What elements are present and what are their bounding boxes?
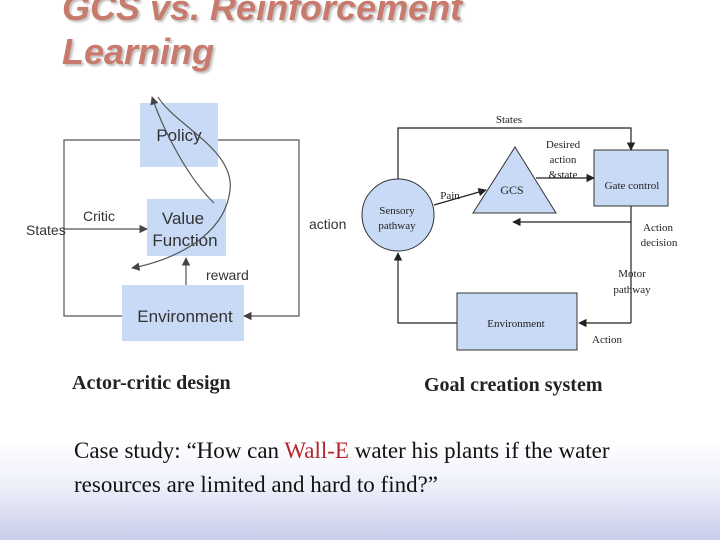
pain-arrow [433, 188, 487, 206]
environment-box [122, 285, 244, 341]
desired-label-3: &state [549, 169, 578, 181]
gate-control-label: Gate control [605, 180, 660, 192]
gcs-diagram: States Desired action &state GCS Pain Se… [361, 114, 678, 351]
environment-label-gcs: Environment [487, 318, 544, 330]
action-label-left: action [309, 216, 346, 232]
critic-curve [131, 96, 231, 271]
value-label-1: Value [162, 209, 204, 228]
action-decision-label-2: decision [641, 237, 678, 249]
actor-critic-caption: Actor-critic design [72, 372, 231, 394]
environment-feedback-line [393, 252, 457, 324]
states-loop-line [63, 139, 140, 317]
states-top-line [397, 127, 636, 179]
critic-label: Critic [83, 208, 115, 224]
actor-critic-diagram: Policy Value Function Environment Critic… [26, 96, 346, 341]
policy-curve-top [150, 96, 215, 204]
sensory-label-2: pathway [378, 220, 416, 232]
action-decision-label-1: Action [643, 222, 673, 234]
title-line-1: GCS vs. Reinforcement [62, 0, 463, 28]
environment-box-gcs [456, 292, 578, 351]
sensory-label-1: Sensory [379, 205, 415, 217]
states-label-left: States [26, 222, 66, 238]
desired-label-2: action [550, 154, 577, 166]
case-study-suffix: water his plants if the water resources … [74, 438, 610, 497]
gcs-label: GCS [500, 183, 523, 197]
environment-label: Environment [137, 307, 233, 326]
case-study-text: Case study: “How can Wall-E water his pl… [74, 434, 674, 502]
gcs-caption: Goal creation system [424, 374, 603, 396]
action-loop-line [218, 139, 300, 321]
slide-title: GCS vs. Reinforcement Learning [62, 0, 462, 74]
gate-control-box [593, 149, 669, 207]
value-label-2: Function [152, 231, 217, 250]
policy-label: Policy [156, 126, 202, 145]
wall-e-highlight: Wall-E [284, 438, 349, 463]
title-line-2: Learning [62, 31, 215, 72]
footer-gradient [0, 440, 720, 540]
action-label-right: Action [592, 334, 622, 346]
desired-label-1: Desired [546, 139, 581, 151]
motor-label-1: Motor [618, 268, 646, 280]
gcs-triangle [472, 146, 557, 214]
pain-label: Pain [440, 190, 460, 202]
case-study-prefix: Case study: “How can [74, 438, 285, 463]
motor-label-2: pathway [613, 284, 651, 296]
reward-label: reward [206, 267, 249, 283]
states-label-right: States [496, 114, 522, 126]
